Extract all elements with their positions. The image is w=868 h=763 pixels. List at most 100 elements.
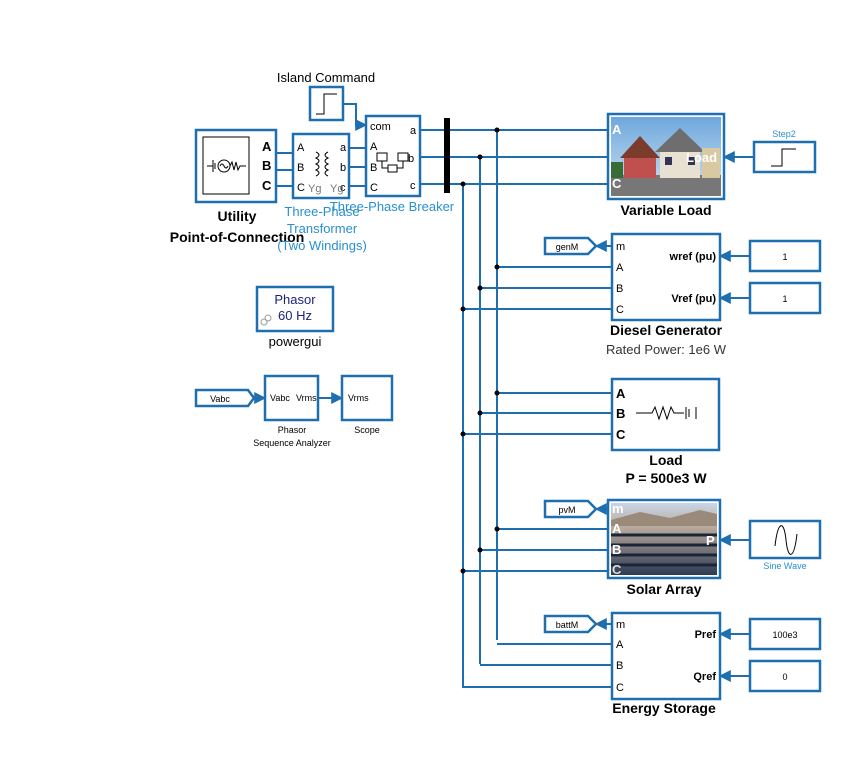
- utility-block[interactable]: A B C Utility Point-of-Connection: [170, 128, 305, 245]
- transformer-port-a2: a: [340, 142, 347, 154]
- step2-block[interactable]: Step2: [752, 129, 817, 174]
- vabc-from-tag[interactable]: Vabc: [194, 388, 256, 408]
- wref-constant-value: 1: [782, 252, 787, 262]
- powergui-label: powergui: [269, 334, 322, 349]
- diesel-wref-port: wref (pu): [669, 251, 717, 263]
- sine-wave-block[interactable]: Sine Wave: [748, 519, 822, 571]
- pref-constant-block[interactable]: 100e3: [748, 617, 822, 651]
- analyzer-port-out: Vrms: [296, 393, 317, 403]
- solar-array-label: Solar Array: [627, 581, 702, 597]
- transformer-label-3: (Two Windings): [277, 238, 367, 253]
- utility-port-b: B: [262, 158, 271, 173]
- pvm-goto-tag[interactable]: pvM: [543, 499, 598, 519]
- transformer-winding-right: Yg: [330, 183, 343, 195]
- vref-constant-block[interactable]: 1: [748, 281, 822, 315]
- load-block[interactable]: A B C Load P = 500e3 W: [610, 377, 721, 486]
- load-port-a: A: [616, 386, 626, 401]
- ac-source-icon: [207, 159, 246, 173]
- qref-constant-block[interactable]: 0: [748, 659, 822, 693]
- storage-port-c: C: [616, 682, 624, 694]
- junction-dots: [460, 127, 500, 574]
- wref-constant-block[interactable]: 1: [748, 239, 822, 273]
- genm-tag-label: genM: [556, 242, 579, 252]
- diesel-rated-power-label: Rated Power: 1e6 W: [606, 342, 727, 357]
- scope-block[interactable]: Vrms Scope: [340, 374, 394, 435]
- island-command-block[interactable]: Island Command: [277, 70, 375, 122]
- qref-constant-value: 0: [782, 672, 787, 682]
- solar-port-m: m: [612, 501, 624, 516]
- variable-load-block[interactable]: A C Load Variable Load: [606, 112, 726, 218]
- solar-farm-image: [611, 503, 717, 575]
- utility-label-2: Point-of-Connection: [170, 229, 305, 245]
- breaker-port-c2: c: [410, 180, 416, 192]
- energy-storage-block[interactable]: m A B C Pref Qref Energy Storage: [610, 611, 722, 716]
- storage-port-b: B: [616, 660, 623, 672]
- variable-load-port-load: Load: [686, 150, 717, 165]
- battm-tag-label: battM: [556, 620, 579, 630]
- sequence-analyzer-block[interactable]: Vabc Vrms Phasor Sequence Analyzer: [253, 374, 331, 448]
- load-port-b: B: [616, 406, 625, 421]
- utility-label: Utility: [218, 208, 257, 224]
- houses-image: [611, 117, 721, 196]
- solar-port-p: P: [706, 533, 715, 548]
- breaker-block[interactable]: com A B C a b c Three-Phase Breaker: [330, 114, 455, 214]
- step-icon: [771, 148, 796, 167]
- sine-icon: [774, 525, 798, 555]
- battm-goto-tag[interactable]: battM: [543, 614, 598, 634]
- storage-port-a: A: [616, 639, 624, 651]
- breaker-label: Three-Phase Breaker: [330, 199, 455, 214]
- vabc-tag-label: Vabc: [210, 394, 230, 404]
- rl-load-icon: [636, 405, 697, 421]
- bus-bar: [444, 118, 450, 193]
- transformer-label-2: Transformer: [287, 221, 358, 236]
- diesel-label: Diesel Generator: [610, 322, 723, 338]
- breaker-switch-icon: [376, 152, 409, 173]
- scope-port-in: Vrms: [348, 393, 369, 403]
- vref-constant-value: 1: [782, 294, 787, 304]
- transformer-port-b2: b: [340, 162, 346, 174]
- transformer-port-a: A: [297, 142, 305, 154]
- powergui-block[interactable]: Phasor 60 Hz powergui: [255, 285, 335, 349]
- pref-constant-value: 100e3: [772, 630, 797, 640]
- analyzer-label-1: Phasor: [278, 425, 307, 435]
- breaker-port-b: B: [370, 162, 377, 174]
- breaker-port-com: com: [370, 121, 391, 133]
- diesel-vref-port: Vref (pu): [671, 293, 716, 305]
- utility-port-a: A: [262, 139, 272, 154]
- breaker-port-a: A: [370, 141, 378, 153]
- utility-port-c: C: [262, 178, 272, 193]
- load-power-label: P = 500e3 W: [625, 470, 707, 486]
- diesel-port-c: C: [616, 304, 624, 316]
- step2-label: Step2: [772, 129, 796, 139]
- diesel-generator-block[interactable]: m A B C wref (pu) Vref (pu) Diesel Gener…: [606, 232, 727, 357]
- diesel-port-m: m: [616, 241, 625, 253]
- link-icon: [260, 314, 272, 326]
- solar-port-b: B: [612, 542, 621, 557]
- sine-wave-label: Sine Wave: [763, 561, 806, 571]
- variable-load-port-c: C: [612, 176, 622, 191]
- breaker-port-a2: a: [410, 125, 417, 137]
- load-port-c: C: [616, 427, 626, 442]
- variable-load-port-a: A: [612, 122, 622, 137]
- energy-storage-label: Energy Storage: [612, 700, 716, 716]
- island-command-label: Island Command: [277, 70, 375, 85]
- transformer-port-b: B: [297, 162, 304, 174]
- load-label: Load: [649, 452, 682, 468]
- analyzer-port-in: Vabc: [270, 393, 290, 403]
- step-icon: [316, 93, 337, 115]
- diesel-port-a: A: [616, 262, 624, 274]
- variable-load-label: Variable Load: [620, 202, 711, 218]
- powergui-frequency: 60 Hz: [278, 308, 312, 323]
- pvm-tag-label: pvM: [558, 505, 575, 515]
- scope-label: Scope: [354, 425, 380, 435]
- genm-goto-tag[interactable]: genM: [543, 236, 598, 256]
- powergui-mode: Phasor: [274, 292, 316, 307]
- transformer-port-c2: c: [340, 182, 346, 194]
- diesel-port-b: B: [616, 283, 623, 295]
- solar-port-c: C: [612, 562, 622, 577]
- transformer-block[interactable]: A B C a b c Yg Yg Three-Phase Transforme…: [277, 132, 367, 253]
- solar-array-block[interactable]: m A B C P Solar Array: [606, 498, 722, 597]
- breaker-port-b2: b: [408, 153, 414, 165]
- transformer-label-1: Three-Phase: [284, 204, 359, 219]
